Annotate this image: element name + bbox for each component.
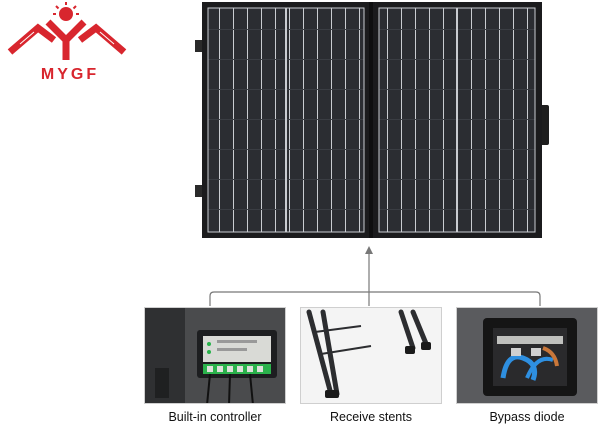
feature-label-controller: Built-in controller [168,410,262,424]
callout-connector [209,246,541,306]
feature-label-diode: Bypass diode [489,410,565,424]
junction-box-photo [456,307,598,404]
brand-name: MYGF [40,66,100,83]
brand-logo: MYGF [0,0,140,90]
solar-panel-photo [192,0,552,245]
stand-legs-photo [300,307,442,404]
controller-photo [144,307,286,404]
logo-mark-icon [7,2,127,60]
feature-label-stents: Receive stents [330,410,412,424]
